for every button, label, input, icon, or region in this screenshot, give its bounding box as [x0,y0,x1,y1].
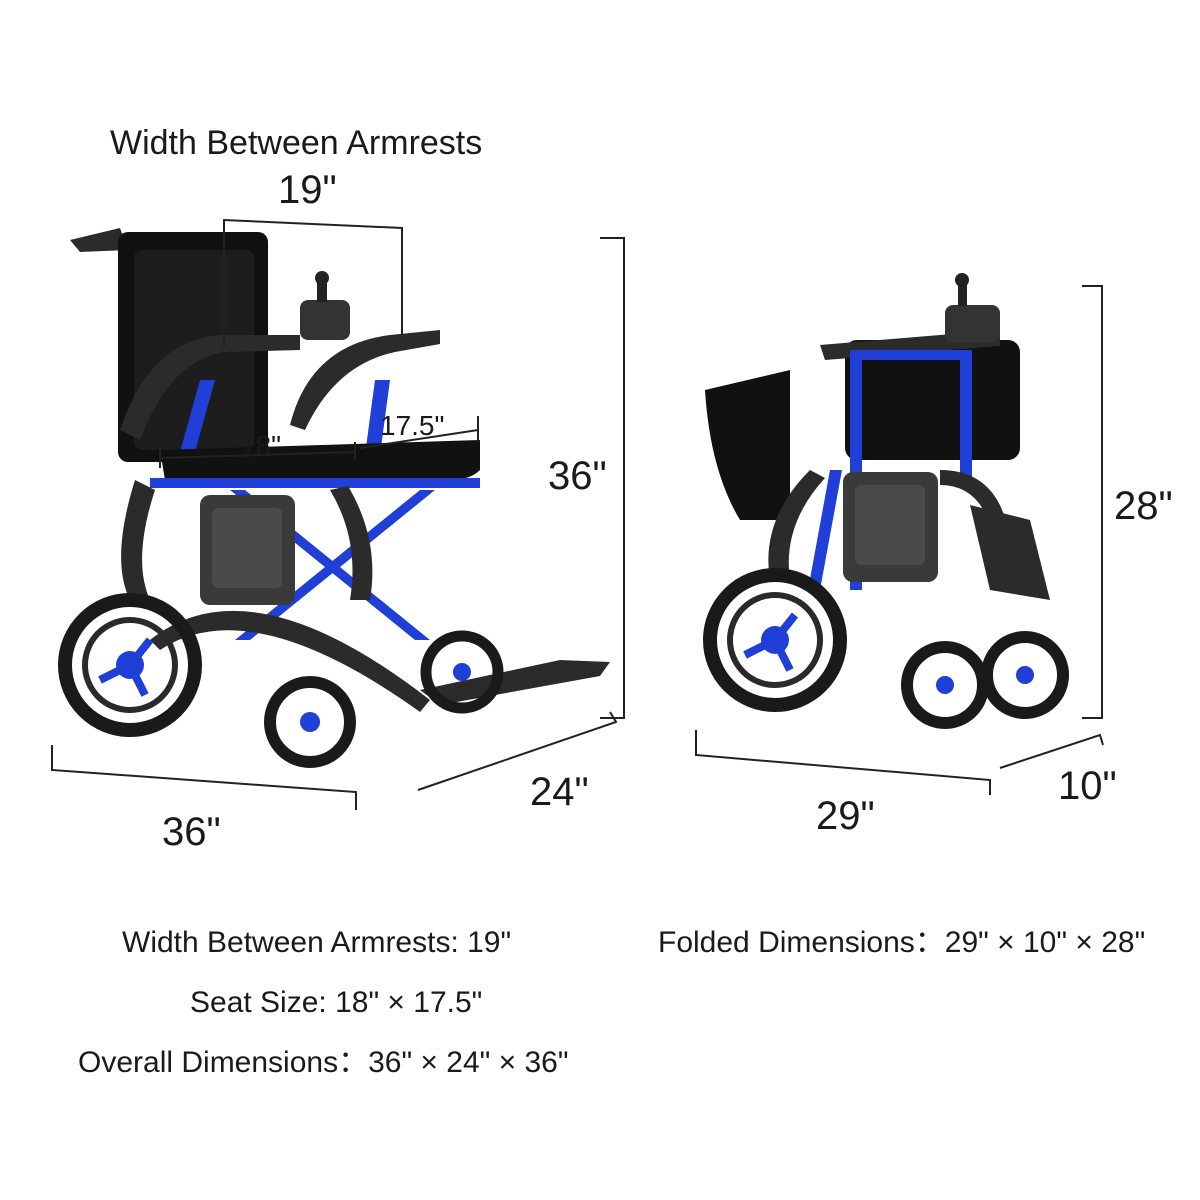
spec-armrest: Width Between Armrests: 19" [122,926,512,959]
height-open-label: 36" [548,454,607,498]
length-open-label: 36" [162,810,221,854]
spec-seat: Seat Size: 18" × 17.5" [190,986,483,1019]
depth-open-label: 24" [530,770,589,814]
height-folded-label: 28" [1114,484,1173,528]
seat-width-label: 18" [240,430,282,461]
wheelchair-folded [703,273,1069,729]
wheelchair-unfolded [58,228,610,768]
spec-overall: Overall Dimensions：36" × 24" × 36" [78,1046,569,1079]
length-folded-label: 29" [816,794,875,838]
spec-folded: Folded Dimensions：29" × 10" × 28" [658,926,1146,959]
dimension-lines [51,218,1104,810]
armrest-value: 19" [278,168,337,212]
seat-depth-label: 17.5" [380,410,445,441]
depth-folded-label: 10" [1058,764,1117,808]
armrest-heading: Width Between Armrests [110,124,483,162]
